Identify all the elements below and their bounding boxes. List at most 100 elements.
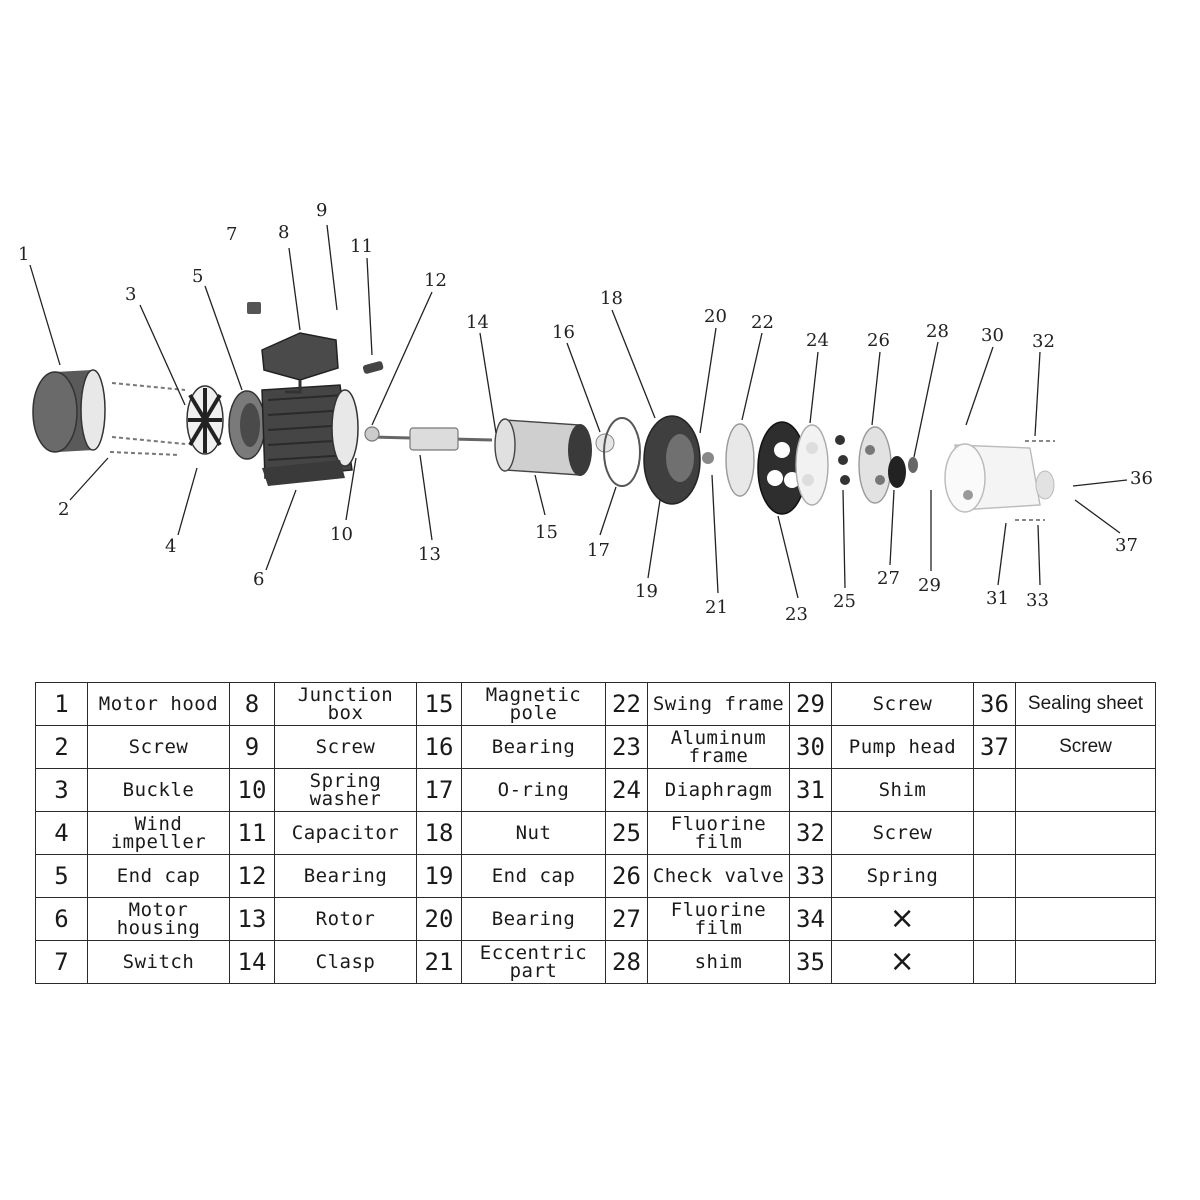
- callout-13: 13: [418, 544, 441, 565]
- callout-17: 17: [587, 540, 610, 561]
- callout-5: 5: [192, 266, 203, 287]
- part-name-cell: Eccentric part: [461, 940, 606, 984]
- part-number-cell: 8: [229, 682, 275, 726]
- callout-8: 8: [278, 222, 289, 243]
- part-number-cell: 30: [789, 725, 832, 769]
- part-name-cell: [1015, 854, 1156, 898]
- part-name-cell: Clasp: [274, 940, 417, 984]
- part-name-cell: ×: [831, 897, 974, 941]
- part-name-cell: Spring washer: [274, 768, 417, 812]
- callout-29: 29: [918, 575, 941, 596]
- part-name-cell: [1015, 897, 1156, 941]
- part-number-cell: 4: [35, 811, 88, 855]
- part-screws-31-32: [1015, 440, 1055, 521]
- part-end-cap-5: [228, 390, 266, 460]
- part-name-cell: [1015, 811, 1156, 855]
- part-swing-frame: [725, 423, 755, 497]
- callout-31: 31: [986, 588, 1009, 609]
- part-name-cell: Magnetic pole: [461, 682, 606, 726]
- part-number-cell: 18: [416, 811, 462, 855]
- callout-16: 16: [552, 322, 575, 343]
- part-o-ring: [603, 417, 641, 487]
- part-number-cell: 27: [605, 897, 648, 941]
- part-number-cell: 3: [35, 768, 88, 812]
- part-number-cell: 31: [789, 768, 832, 812]
- part-name-cell: Aluminum frame: [647, 725, 790, 769]
- callout-32: 32: [1032, 331, 1055, 352]
- callout-4: 4: [165, 536, 176, 557]
- callout-6: 6: [253, 569, 264, 590]
- part-number-cell: 16: [416, 725, 462, 769]
- part-fluorine-film-27: [888, 456, 918, 488]
- part-name-cell: Wind impeller: [87, 811, 230, 855]
- part-number-cell: 33: [789, 854, 832, 898]
- callout-24: 24: [806, 330, 829, 351]
- part-number-cell: 32: [789, 811, 832, 855]
- callout-15: 15: [535, 522, 558, 543]
- part-name-cell: Check valve: [647, 854, 790, 898]
- callout-30: 30: [981, 325, 1004, 346]
- part-name-cell: Bearing: [461, 725, 606, 769]
- part-name-cell: Switch: [87, 940, 230, 984]
- callout-14: 14: [466, 312, 489, 333]
- callout-2: 2: [58, 499, 69, 520]
- part-switch: [247, 302, 261, 314]
- callout-10: 10: [330, 524, 353, 545]
- part-diaphragm: [795, 424, 829, 506]
- part-name-cell: Motor hood: [87, 682, 230, 726]
- part-number-cell: 17: [416, 768, 462, 812]
- part-aluminum-frame: [757, 421, 807, 515]
- part-name-cell: shim: [647, 940, 790, 984]
- callout-33: 33: [1026, 590, 1049, 611]
- part-motor-hood: [32, 369, 106, 453]
- part-name-cell: Nut: [461, 811, 606, 855]
- part-number-cell: 36: [973, 682, 1016, 726]
- part-screws-2: [109, 382, 186, 456]
- part-number-cell: 34: [789, 897, 832, 941]
- part-number-cell: 10: [229, 768, 275, 812]
- callout-20: 20: [704, 306, 727, 327]
- part-number-cell: 24: [605, 768, 648, 812]
- part-magnetic-pole: [494, 418, 592, 476]
- part-number-cell: 14: [229, 940, 275, 984]
- part-number-cell: 9: [229, 725, 275, 769]
- part-number-cell: [973, 940, 1016, 984]
- callout-27: 27: [877, 568, 900, 589]
- callout-12: 12: [424, 270, 447, 291]
- part-name-cell: Screw: [1015, 725, 1156, 769]
- part-number-cell: 15: [416, 682, 462, 726]
- part-name-cell: Fluorine film: [647, 897, 790, 941]
- part-number-cell: 12: [229, 854, 275, 898]
- part-number-cell: 6: [35, 897, 88, 941]
- leader-lines: [29, 224, 1128, 599]
- part-number-cell: 7: [35, 940, 88, 984]
- part-name-cell: Motor housing: [87, 897, 230, 941]
- callout-3: 3: [125, 284, 136, 305]
- callout-25: 25: [833, 591, 856, 612]
- callout-labels: 1 2 3 4 5 6 7 8 9 10 11 12 13 14 15 16 1…: [18, 200, 1153, 625]
- callout-7: 7: [226, 224, 237, 245]
- part-motor-housing: [261, 384, 359, 486]
- part-number-cell: 1: [35, 682, 88, 726]
- part-fluorine-film-25: [835, 435, 850, 485]
- part-number-cell: 23: [605, 725, 648, 769]
- part-check-valve: [858, 426, 892, 504]
- part-name-cell: Spring: [831, 854, 974, 898]
- callout-18: 18: [600, 288, 623, 309]
- part-name-cell: Fluorine film: [647, 811, 790, 855]
- part-name-cell: Screw: [274, 725, 417, 769]
- part-name-cell: Pump head: [831, 725, 974, 769]
- part-number-cell: [973, 811, 1016, 855]
- part-number-cell: [973, 854, 1016, 898]
- part-number-cell: 19: [416, 854, 462, 898]
- part-name-cell: Diaphragm: [647, 768, 790, 812]
- part-name-cell: Rotor: [274, 897, 417, 941]
- part-number-cell: 13: [229, 897, 275, 941]
- part-name-cell: End cap: [87, 854, 230, 898]
